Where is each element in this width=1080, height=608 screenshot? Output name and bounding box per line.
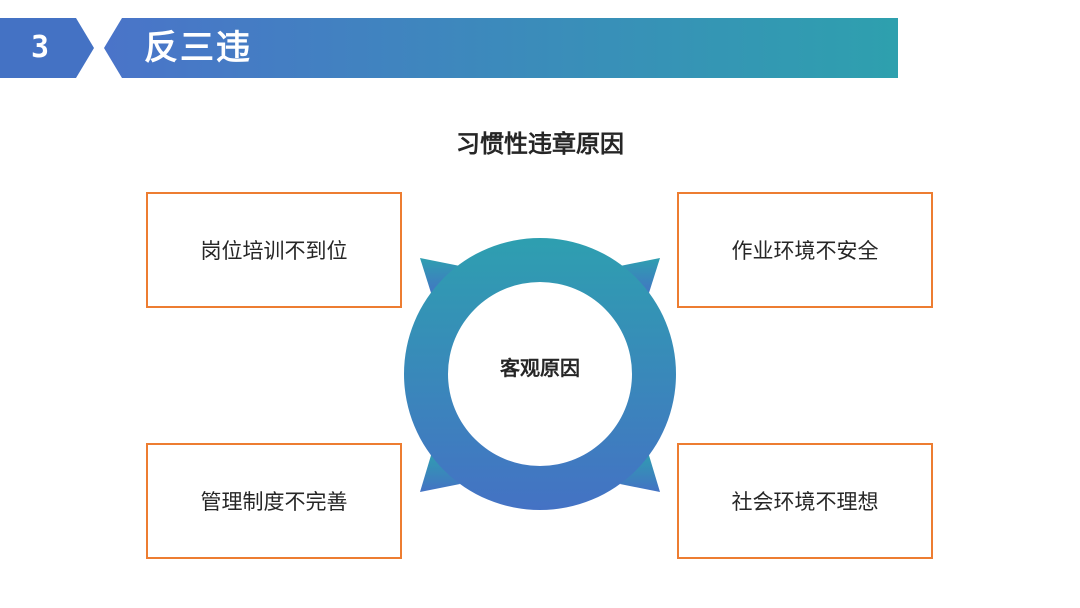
section-number-badge [0,18,94,78]
section-number: 3 [30,30,50,65]
reason-box-work-environment: 作业环境不安全 [677,192,933,308]
reason-box-social-environment: 社会环境不理想 [677,443,933,559]
header-title: 反三违 [144,28,252,68]
reason-box-management: 管理制度不完善 [146,443,402,559]
ring-shape [404,238,676,510]
slide-subtitle: 习惯性违章原因 [456,130,624,158]
header-banner [0,18,898,78]
header-title-bar [104,18,898,78]
reason-box-training: 岗位培训不到位 [146,192,402,308]
center-label: 客观原因 [500,356,580,380]
ring-arrow-points [420,258,660,492]
